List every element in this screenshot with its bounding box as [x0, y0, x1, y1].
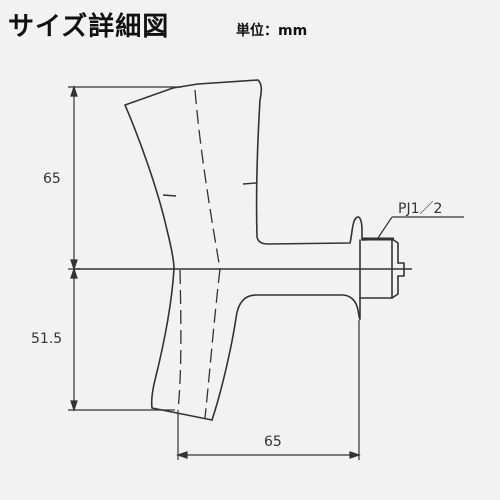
- page-title: サイズ詳細図: [8, 12, 170, 42]
- faucet-body-outline: [124, 79, 405, 421]
- hidden-dashed-lines: [177, 89, 221, 419]
- horizontal-length-dimension: 65: [264, 434, 282, 450]
- thread-callout-leader: [377, 216, 464, 239]
- top-height-dimension: 65: [43, 171, 61, 187]
- bottom-height-dimension: 51.5: [31, 331, 62, 347]
- horizontal-dimension-lines: [176, 320, 361, 460]
- vertical-dimension-lines: [68, 85, 182, 412]
- unit-label: 単位：mm: [236, 23, 308, 39]
- body-detail-marks: [162, 182, 257, 197]
- thread-label: PJ1／2: [398, 201, 442, 217]
